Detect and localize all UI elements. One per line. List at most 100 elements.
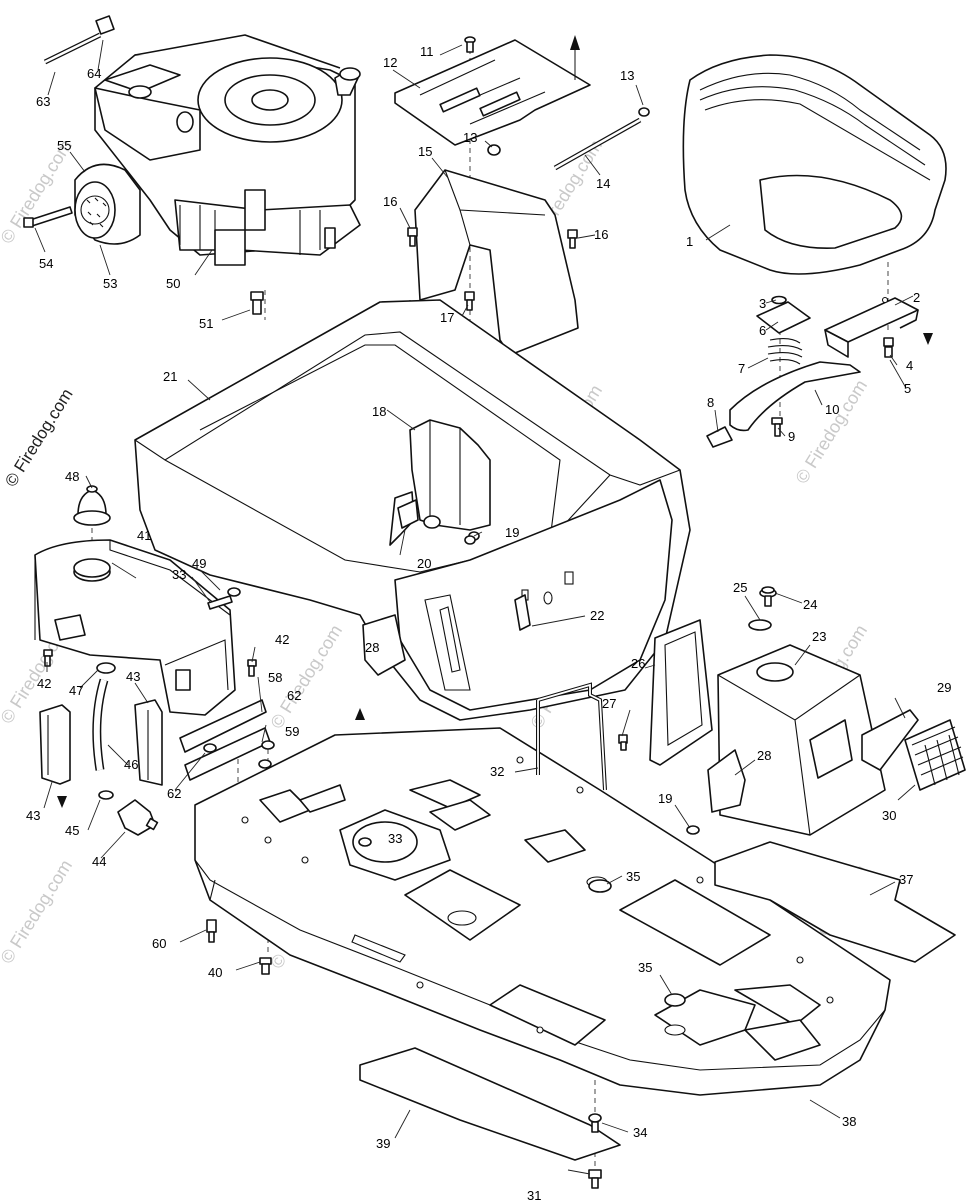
callout-40: 40 [208, 965, 222, 980]
fuel-line [92, 662, 116, 800]
panel-bolts [464, 535, 700, 835]
engine-assembly [94, 34, 361, 266]
tank-bracket-right [134, 699, 163, 786]
frame-plate [358, 837, 372, 847]
callout-24: 24 [803, 597, 817, 612]
callout-30: 30 [882, 808, 896, 823]
callout-3: 3 [759, 296, 766, 311]
callout-42: 42 [275, 632, 289, 647]
callout-41: 41 [137, 528, 151, 543]
callout-49: 49 [192, 556, 206, 571]
callout-50: 50 [166, 276, 180, 291]
callout-labels: 1 2 3 4 5 6 7 8 9 10 11 12 13 13 14 15 1… [26, 44, 951, 1200]
callout-11: 11 [420, 44, 434, 59]
callout-22: 22 [590, 608, 604, 623]
callout-45: 45 [65, 823, 79, 838]
callout-6: 6 [759, 323, 766, 338]
callout-33: 33 [172, 567, 186, 582]
callout-33: 33 [388, 831, 402, 846]
callout-7: 7 [738, 361, 745, 376]
callout-16: 16 [383, 194, 397, 209]
callout-43: 43 [26, 808, 40, 823]
callout-64: 64 [87, 66, 101, 81]
watermark-repeat: © Firedog.com [791, 376, 871, 487]
callout-8: 8 [707, 395, 714, 410]
callout-43: 43 [126, 669, 140, 684]
callout-18: 18 [372, 404, 386, 419]
throttle-rod [536, 682, 607, 791]
dipstick-rod [43, 32, 102, 65]
fuel-shutoff [397, 499, 419, 529]
callout-55: 55 [57, 138, 71, 153]
seat [682, 54, 947, 275]
dash-grille [904, 719, 966, 791]
callout-21: 21 [163, 369, 177, 384]
dash-side-bracket [707, 749, 746, 813]
callout-16: 16 [594, 227, 608, 242]
callout-20: 20 [417, 556, 431, 571]
callout-59: 59 [285, 724, 299, 739]
callout-31: 31 [527, 1188, 541, 1200]
callout-32: 32 [490, 764, 504, 779]
callout-5: 5 [904, 381, 911, 396]
callout-9: 9 [788, 429, 795, 444]
callout-12: 12 [383, 55, 397, 70]
callout-54: 54 [39, 256, 53, 271]
direction-arrows [57, 35, 933, 808]
watermark-repeat: © Firedog.com [0, 856, 76, 967]
callout-37: 37 [899, 872, 913, 887]
callout-39: 39 [376, 1136, 390, 1151]
callout-46: 46 [124, 757, 138, 772]
frame-bolts [206, 919, 272, 975]
callout-53: 53 [103, 276, 117, 291]
callout-27: 27 [602, 696, 616, 711]
callout-35: 35 [638, 960, 652, 975]
callout-34: 34 [633, 1125, 647, 1140]
callout-1: 1 [686, 234, 693, 249]
engine-bolt [250, 291, 264, 315]
callout-14: 14 [596, 176, 610, 191]
callout-13: 13 [463, 130, 477, 145]
dash-tower [717, 588, 886, 836]
callout-28: 28 [757, 748, 771, 763]
frame-deck [194, 727, 891, 1096]
callout-62: 62 [287, 688, 301, 703]
callout-42: 42 [37, 676, 51, 691]
callout-26: 26 [631, 656, 645, 671]
floor-mat-right [714, 841, 956, 963]
callout-23: 23 [812, 629, 826, 644]
callout-29: 29 [937, 680, 951, 695]
ignition-switch [514, 594, 531, 631]
steering-cap [761, 586, 775, 594]
seat-adjust-bracket [394, 36, 591, 146]
tank-bracket-left [39, 704, 71, 785]
callout-47: 47 [69, 683, 83, 698]
callout-13: 13 [620, 68, 634, 83]
callout-19: 19 [505, 525, 519, 540]
fuel-cap [73, 485, 111, 526]
callout-28b: 28 [365, 640, 379, 655]
muffler-assembly [23, 163, 141, 245]
callout-15: 15 [418, 144, 432, 159]
callout-19: 19 [658, 791, 672, 806]
callout-10: 10 [825, 402, 839, 417]
support-bolts [407, 227, 578, 311]
callout-44: 44 [92, 854, 106, 869]
dipstick-tube [95, 15, 115, 35]
heat-shields [179, 699, 275, 781]
callout-38: 38 [842, 1114, 856, 1129]
fuel-filter [117, 799, 159, 836]
dash-grille-frame [861, 709, 919, 771]
callout-48: 48 [65, 469, 79, 484]
callout-4: 4 [906, 358, 913, 373]
callout-35: 35 [626, 869, 640, 884]
callout-62: 62 [167, 786, 181, 801]
seat-rod [487, 107, 650, 171]
callout-25: 25 [733, 580, 747, 595]
callout-51: 51 [199, 316, 213, 331]
callout-60: 60 [152, 936, 166, 951]
leader-lines [34, 39, 916, 1175]
seat-hinge-bracket [824, 296, 919, 358]
callout-17: 17 [440, 310, 454, 325]
tank-bolts [43, 587, 257, 677]
